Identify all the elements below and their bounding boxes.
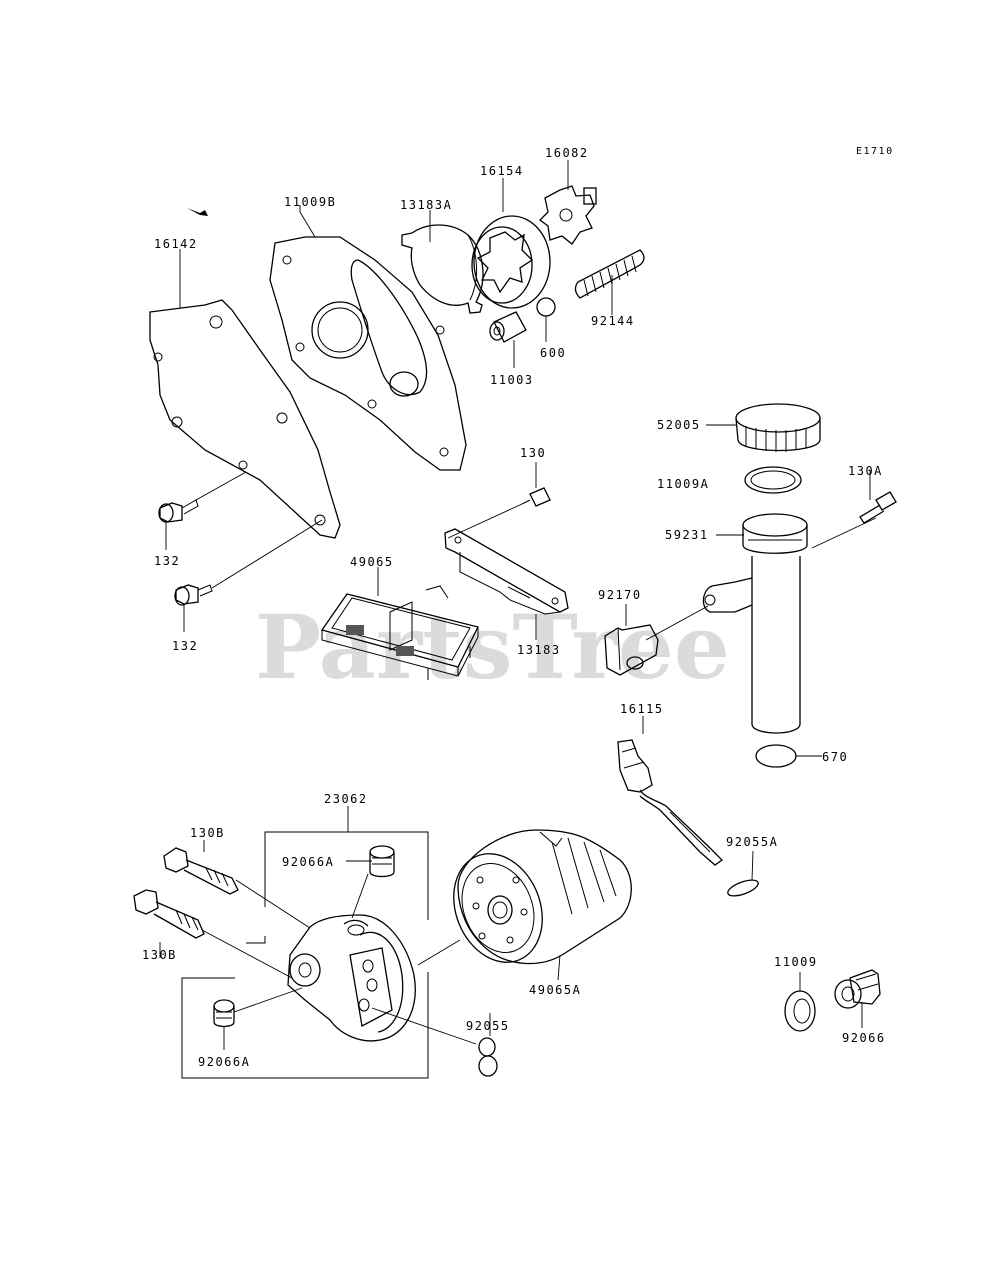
o-ring-92055A[interactable] (726, 877, 760, 899)
bushing-11003[interactable] (489, 311, 527, 343)
label-130B-lower[interactable]: 130B (142, 948, 177, 962)
filler-cap-52005[interactable] (735, 403, 821, 452)
label-92055A[interactable]: 92055A (726, 835, 778, 849)
inner-rotor-16082[interactable] (539, 185, 597, 245)
label-92066[interactable]: 92066 (842, 1031, 886, 1045)
rotor-16154[interactable] (471, 215, 551, 309)
label-16154[interactable]: 16154 (480, 164, 524, 178)
assembly-bracket-23062 (181, 831, 429, 1079)
label-132-upper[interactable]: 132 (154, 554, 180, 568)
label-600[interactable]: 600 (540, 346, 566, 360)
drain-plug-92066[interactable] (834, 969, 881, 1009)
label-13183A[interactable]: 13183A (400, 198, 452, 212)
label-16115[interactable]: 16115 (620, 702, 664, 716)
label-11003[interactable]: 11003 (490, 373, 534, 387)
label-49065A[interactable]: 49065A (529, 983, 581, 997)
label-23062[interactable]: 23062 (324, 792, 368, 806)
label-11009[interactable]: 11009 (774, 955, 818, 969)
label-92144[interactable]: 92144 (591, 314, 635, 328)
bolt-130B-upper[interactable] (163, 847, 239, 895)
pump-cover-13183A[interactable] (401, 224, 484, 314)
label-11009A[interactable]: 11009A (657, 477, 709, 491)
label-670[interactable]: 670 (822, 750, 848, 764)
label-11009B[interactable]: 11009B (284, 195, 336, 209)
label-16142[interactable]: 16142 (154, 237, 198, 251)
filler-tube-59231[interactable] (702, 513, 808, 734)
label-92066A-upper[interactable]: 92066A (282, 855, 334, 869)
oil-filter-49065A[interactable] (438, 829, 632, 976)
bolt-130A[interactable] (859, 491, 897, 524)
label-13183[interactable]: 13183 (517, 643, 561, 657)
label-132-lower[interactable]: 132 (172, 639, 198, 653)
gasket-16142[interactable] (149, 299, 341, 539)
label-92055[interactable]: 92055 (466, 1019, 510, 1033)
plug-92066A-upper[interactable] (369, 845, 395, 878)
pump-plate-11009B[interactable] (269, 236, 467, 471)
label-130[interactable]: 130 (520, 446, 546, 460)
label-92170[interactable]: 92170 (598, 588, 642, 602)
watermark: PartsTree (255, 595, 730, 699)
diagram-code: E1710 (856, 146, 894, 157)
bolt-130[interactable] (521, 487, 551, 507)
label-92066A-lower[interactable]: 92066A (198, 1055, 250, 1069)
plug-92066A-lower[interactable] (213, 999, 235, 1028)
bracket-13183[interactable] (444, 528, 569, 615)
label-130B-upper[interactable]: 130B (190, 826, 225, 840)
oil-strainer-49065[interactable] (320, 585, 479, 680)
label-16082[interactable]: 16082 (545, 146, 589, 160)
o-ring-11009A[interactable] (744, 466, 802, 494)
label-49065[interactable]: 49065 (350, 555, 394, 569)
bolt-132-lower[interactable] (174, 584, 213, 606)
label-59231[interactable]: 59231 (665, 528, 709, 542)
pressure-switch-92170[interactable] (604, 624, 659, 676)
bolt-130B-lower[interactable] (133, 889, 205, 939)
spring-92144[interactable] (574, 249, 645, 299)
dipstick-16115[interactable] (617, 739, 724, 866)
o-ring-670[interactable] (755, 744, 797, 768)
front-arrow-icon (187, 208, 208, 216)
washer-11009[interactable] (784, 990, 816, 1032)
label-130A[interactable]: 130A (848, 464, 883, 478)
ball-600[interactable] (536, 297, 556, 317)
o-ring-92055[interactable] (478, 1037, 498, 1077)
filter-base-23062[interactable] (287, 914, 416, 1042)
leader-lines (159, 160, 877, 1050)
label-52005[interactable]: 52005 (657, 418, 701, 432)
bolt-132-upper[interactable] (158, 499, 199, 523)
